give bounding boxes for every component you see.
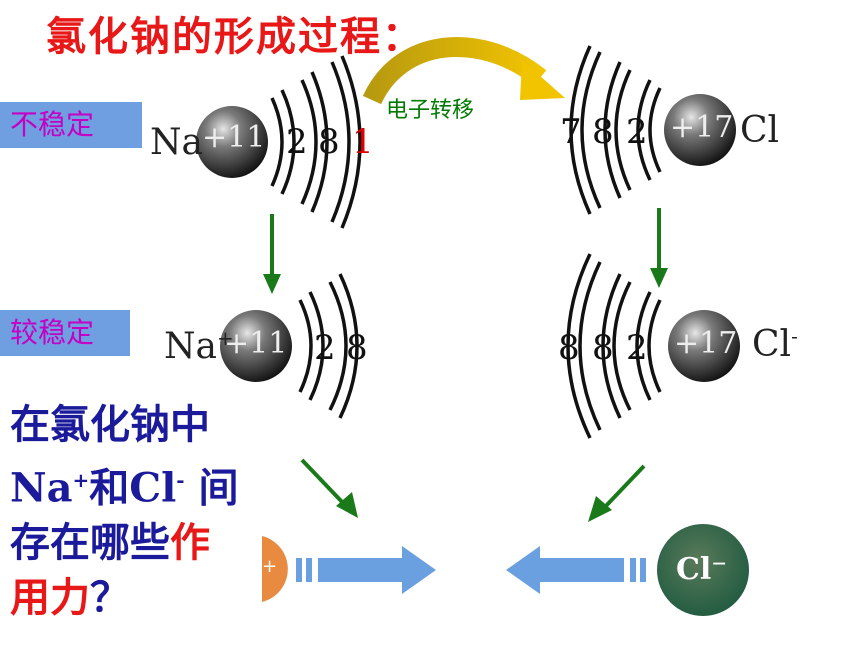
cl-atom bbox=[569, 45, 736, 215]
na-shell-3: 1 bbox=[352, 122, 374, 162]
na-ion-nucleus bbox=[220, 310, 292, 382]
na-ion-nucleus-charge: +11 bbox=[224, 326, 288, 361]
cl-ion-shell-2: 8 bbox=[592, 328, 614, 368]
na-symbol: Na bbox=[150, 122, 203, 163]
na-ion-symbol: Na+ bbox=[164, 326, 234, 367]
cl-ion-shell-arcs bbox=[566, 253, 662, 439]
na-atom bbox=[196, 55, 362, 229]
attraction-arrow-left bbox=[506, 546, 646, 594]
cl-ion-shell-3: 2 bbox=[626, 328, 648, 368]
electron-transfer-arrow bbox=[362, 36, 565, 105]
question-line-4: 用力？ bbox=[10, 575, 130, 622]
cl-ion-nucleus bbox=[668, 310, 740, 382]
attraction-arrow-right bbox=[296, 546, 436, 594]
cl-ion-charge: - bbox=[791, 324, 798, 348]
na-ion-shell-2: 8 bbox=[346, 328, 368, 368]
question-text: 在氯化钠中 Na+和Cl- 间 存在哪些作 用力？ bbox=[10, 398, 260, 626]
down-arrow-left bbox=[263, 214, 281, 294]
diagonal-arrow-left bbox=[300, 458, 358, 518]
cl-ion-nucleus-charge: +17 bbox=[674, 326, 738, 361]
cl-nucleus bbox=[664, 94, 736, 166]
question-line-3: 存在哪些作 bbox=[10, 520, 210, 567]
na-nucleus bbox=[196, 106, 268, 178]
page-title: 氯化钠的形成过程： bbox=[46, 14, 424, 60]
na-ion-shell-1: 2 bbox=[314, 328, 336, 368]
down-arrow-right bbox=[650, 208, 668, 288]
na-plus-ion-partial bbox=[262, 536, 288, 602]
na-ion-charge: + bbox=[216, 326, 234, 350]
cl-shell-arcs bbox=[569, 45, 662, 215]
question-line-2: Na+和Cl- 间 bbox=[10, 464, 239, 512]
na-shell-1: 2 bbox=[286, 122, 308, 162]
na-ion-shell-arcs bbox=[298, 273, 359, 419]
cl-ion-shell-1: 8 bbox=[558, 328, 580, 368]
cl-minus-ion-ball bbox=[657, 524, 749, 616]
diagonal-arrow-right bbox=[588, 464, 646, 522]
cl-shell-8: 8 bbox=[592, 112, 614, 152]
cl-symbol: Cl bbox=[740, 110, 780, 151]
cl-ion bbox=[566, 253, 740, 439]
na-ion-bottom-charge: + bbox=[262, 556, 278, 577]
electron-transfer-label: 电子转移 bbox=[386, 98, 475, 123]
unstable-badge: 不稳定 bbox=[0, 102, 142, 148]
cl-nucleus-charge: +17 bbox=[670, 110, 734, 145]
cl-shell-2: 2 bbox=[626, 112, 648, 152]
na-shell-arcs bbox=[270, 55, 362, 229]
question-line-1: 在氯化钠中 bbox=[10, 402, 210, 448]
na-ion bbox=[220, 273, 359, 419]
cl-ion-bottom-label: Cl⁻ bbox=[676, 552, 728, 587]
na-nucleus-charge: +11 bbox=[202, 120, 266, 155]
na-shell-2: 8 bbox=[318, 122, 340, 162]
stable-badge: 较稳定 bbox=[0, 310, 130, 356]
cl-ion-symbol: Cl- bbox=[752, 324, 798, 365]
cl-shell-7: 7 bbox=[560, 112, 582, 152]
